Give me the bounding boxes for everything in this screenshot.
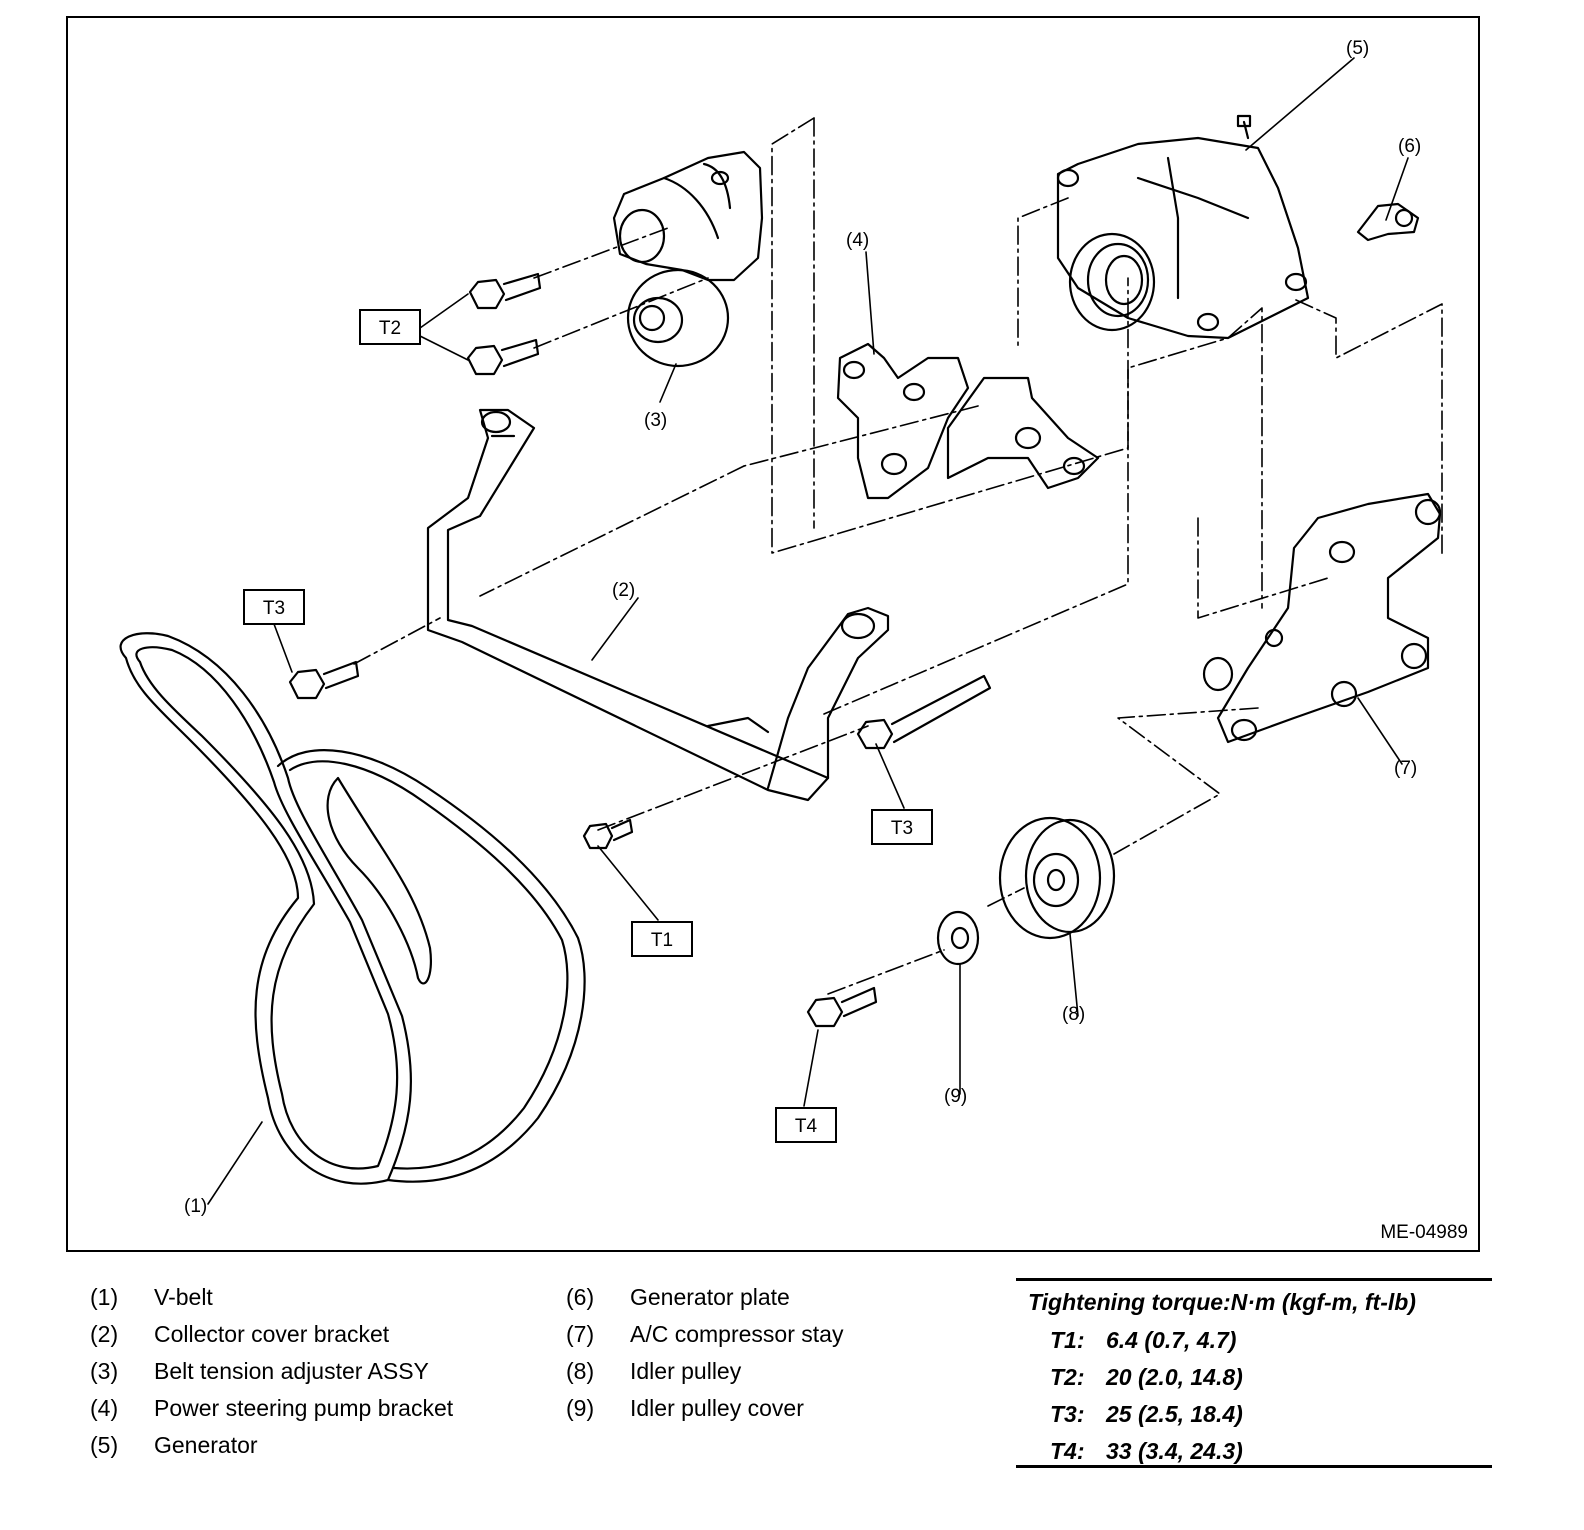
legend-name: Generator: [154, 1432, 258, 1458]
tag-t3-right: T3: [891, 818, 913, 839]
legend-num: (6): [566, 1284, 595, 1310]
tag-t3-left: T3: [263, 598, 285, 619]
t3-bolt-left: [288, 660, 360, 700]
legend-num: (7): [566, 1321, 595, 1347]
tag-t4: T4: [795, 1116, 818, 1137]
ac-compressor-stay: [1202, 492, 1442, 744]
callout-9: (9): [944, 1086, 967, 1107]
torque-code: T4:: [1050, 1438, 1085, 1464]
t1-bolt: [582, 818, 634, 850]
idler-pulley: [998, 816, 1116, 940]
torque-value: 20 (2.0, 14.8): [1106, 1364, 1243, 1390]
legend-num: (3): [90, 1358, 119, 1384]
legend-name: Generator plate: [630, 1284, 790, 1310]
alignment-lines: [353, 117, 1443, 995]
callout-4: (4): [846, 230, 869, 251]
legend-num: (9): [566, 1395, 595, 1421]
torque-value: 25 (2.5, 18.4): [1106, 1401, 1243, 1427]
generator-plate: [1356, 202, 1420, 242]
legend-num: (2): [90, 1321, 119, 1347]
belt-tension-adjuster: [612, 150, 764, 368]
tag-t1: T1: [651, 930, 673, 951]
callout-3: (3): [644, 410, 667, 431]
tag-t2: T2: [379, 318, 401, 339]
legend-name: Collector cover bracket: [154, 1321, 390, 1347]
figure-id: ME-04989: [1380, 1222, 1468, 1243]
legend-num: (5): [90, 1432, 119, 1458]
legend-name: Idler pulley cover: [630, 1395, 804, 1421]
legend-name: Belt tension adjuster ASSY: [154, 1358, 429, 1384]
t3-long-bolt: [856, 674, 992, 750]
diagram-drawing: (5) (6) (4) (3) (2) (7) (8) (9) (1) T2 T…: [119, 38, 1443, 1217]
torque-code: T3:: [1050, 1401, 1085, 1427]
legend-num: (4): [90, 1395, 119, 1421]
callout-8: (8): [1062, 1004, 1085, 1025]
torque-value: 6.4 (0.7, 4.7): [1106, 1327, 1237, 1353]
callout-6: (6): [1398, 136, 1421, 157]
collector-cover-bracket: [426, 408, 890, 802]
torque-tags: T2 T3 T3 T1 T4: [243, 309, 933, 1143]
idler-pulley-cover: [936, 910, 980, 966]
torque-code: T2:: [1050, 1364, 1085, 1390]
callout-1: (1): [184, 1196, 207, 1217]
callout-5: (5): [1346, 38, 1369, 59]
legend-name: Idler pulley: [630, 1358, 742, 1384]
power-steering-pump-bracket: [836, 342, 1100, 500]
leader-lines: [207, 57, 1409, 1205]
legend-name: Power steering pump bracket: [154, 1395, 454, 1421]
t4-bolt: [806, 986, 878, 1028]
t2-bolts: [466, 272, 542, 376]
legend-num: (1): [90, 1284, 119, 1310]
callout-2: (2): [612, 580, 635, 601]
legend-num: (8): [566, 1358, 595, 1384]
v-belt: [119, 632, 586, 1185]
legend-name: V-belt: [154, 1284, 213, 1310]
torque-title: Tightening torque:N·m (kgf-m, ft-lb): [1028, 1289, 1416, 1315]
generator: [1056, 114, 1310, 340]
legend-name: A/C compressor stay: [630, 1321, 844, 1347]
exploded-diagram: (5) (6) (4) (3) (2) (7) (8) (9) (1) T2 T…: [66, 16, 1480, 1252]
torque-value: 33 (3.4, 24.3): [1106, 1438, 1243, 1464]
torque-table: Tightening torque:N·m (kgf-m, ft-lb) T1:…: [1016, 1278, 1492, 1468]
callout-7: (7): [1394, 758, 1417, 779]
torque-code: T1:: [1050, 1327, 1085, 1353]
